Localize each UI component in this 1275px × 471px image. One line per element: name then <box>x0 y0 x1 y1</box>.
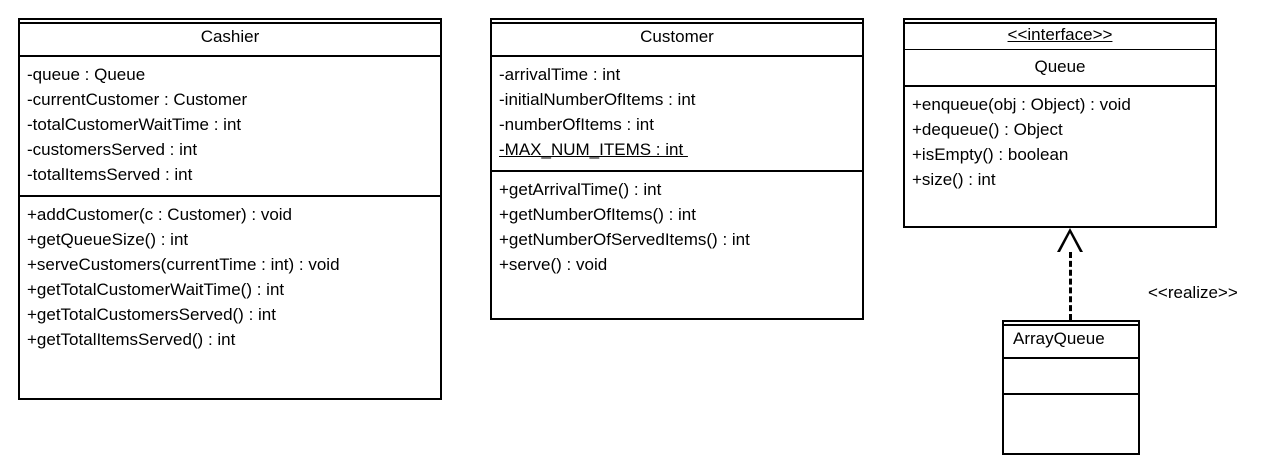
attributes-compartment-customer: -arrivalTime : int -initialNumberOfItems… <box>492 55 862 170</box>
attribute-row: -currentCustomer : Customer <box>27 90 248 109</box>
operation-row: +serveCustomers(currentTime : int) : voi… <box>27 255 340 274</box>
operation-row: +getTotalCustomersServed() : int <box>27 305 276 324</box>
attribute-row: -numberOfItems : int <box>499 115 654 134</box>
class-name-customer: Customer <box>640 27 714 46</box>
attribute-row: -customersServed : int <box>27 140 198 159</box>
attributes-compartment-cashier: -queue : Queue -currentCustomer : Custom… <box>20 55 440 195</box>
operation-row: +serve() : void <box>499 255 608 274</box>
operation-row: +getNumberOfItems() : int <box>499 205 696 224</box>
operation-row: +enqueue(obj : Object) : void <box>912 95 1131 114</box>
operation-row: +getQueueSize() : int <box>27 230 189 249</box>
class-name-queue: Queue <box>905 49 1215 85</box>
operation-row: +addCustomer(c : Customer) : void <box>27 205 293 224</box>
operations-compartment-customer: +getArrivalTime() : int +getNumberOfItem… <box>492 170 862 283</box>
operation-row: +getTotalItemsServed() : int <box>27 330 236 349</box>
attribute-row: -arrivalTime : int <box>499 65 621 84</box>
attribute-row: -totalCustomerWaitTime : int <box>27 115 242 134</box>
operations-compartment-cashier: +addCustomer(c : Customer) : void +getQu… <box>20 195 440 358</box>
operation-row: +size() : int <box>912 170 996 189</box>
realization-stereotype-label: <<realize>> <box>1148 283 1238 302</box>
operations-compartment-arrayqueue <box>1004 393 1138 429</box>
operation-row: +getTotalCustomerWaitTime() : int <box>27 280 285 299</box>
operation-row: +dequeue() : Object <box>912 120 1063 139</box>
attribute-row: -totalItemsServed : int <box>27 165 193 184</box>
operation-row: +isEmpty() : boolean <box>912 145 1069 164</box>
stereotype-label: <<interface>> <box>1007 25 1113 44</box>
attribute-row: -queue : Queue <box>27 65 146 84</box>
class-box-customer[interactable]: Customer -arrivalTime : int -initialNumb… <box>490 18 864 320</box>
operation-row: +getNumberOfServedItems() : int <box>499 230 750 249</box>
operation-row: +getArrivalTime() : int <box>499 180 662 199</box>
class-box-arrayqueue[interactable]: ArrayQueue <box>1002 320 1140 455</box>
class-box-queue[interactable]: <<interface>> Queue +enqueue(obj : Objec… <box>903 18 1217 228</box>
class-name-cashier: Cashier <box>200 27 260 46</box>
attributes-compartment-arrayqueue <box>1004 357 1138 393</box>
realization-dashed-line <box>1069 252 1072 320</box>
class-box-cashier[interactable]: Cashier -queue : Queue -currentCustomer … <box>18 18 442 400</box>
class-name-arrayqueue: ArrayQueue <box>1013 329 1105 348</box>
static-attribute-row: -MAX_NUM_ITEMS : int <box>499 140 688 159</box>
operations-compartment-queue: +enqueue(obj : Object) : void +dequeue()… <box>905 85 1215 198</box>
attribute-row: -initialNumberOfItems : int <box>499 90 696 109</box>
stereotype-interface: <<interface>> <box>905 20 1215 49</box>
